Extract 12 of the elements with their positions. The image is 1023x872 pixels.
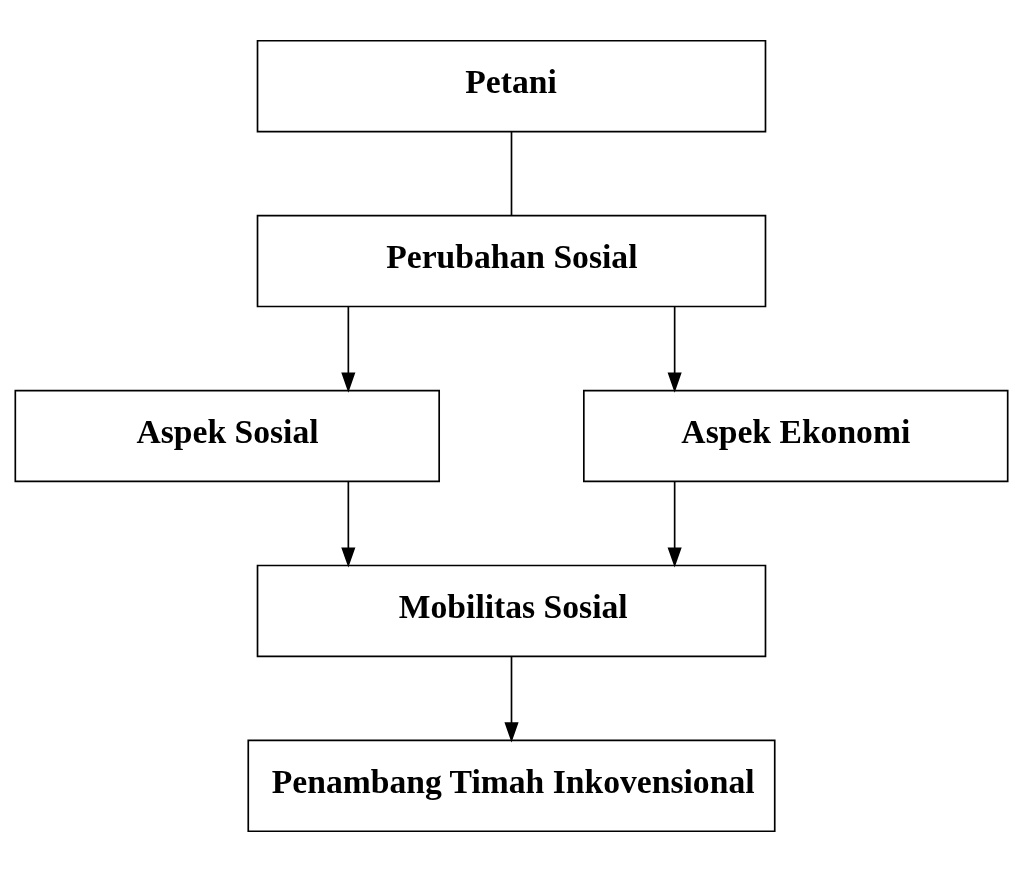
arrow xyxy=(341,480,356,568)
node-box: Mobilitas Sosial xyxy=(256,564,767,658)
node-box: Aspek Ekonomi xyxy=(583,389,1009,483)
node-box: Penambang Timah Inkovensional xyxy=(247,739,776,833)
arrow xyxy=(341,305,356,393)
node-box: Petani xyxy=(256,39,767,133)
connector xyxy=(510,130,513,217)
arrow xyxy=(504,655,519,743)
arrow xyxy=(667,305,682,393)
arrow xyxy=(667,480,682,568)
node-box: Aspek Sosial xyxy=(14,389,440,483)
node-box: Perubahan Sosial xyxy=(256,214,767,308)
